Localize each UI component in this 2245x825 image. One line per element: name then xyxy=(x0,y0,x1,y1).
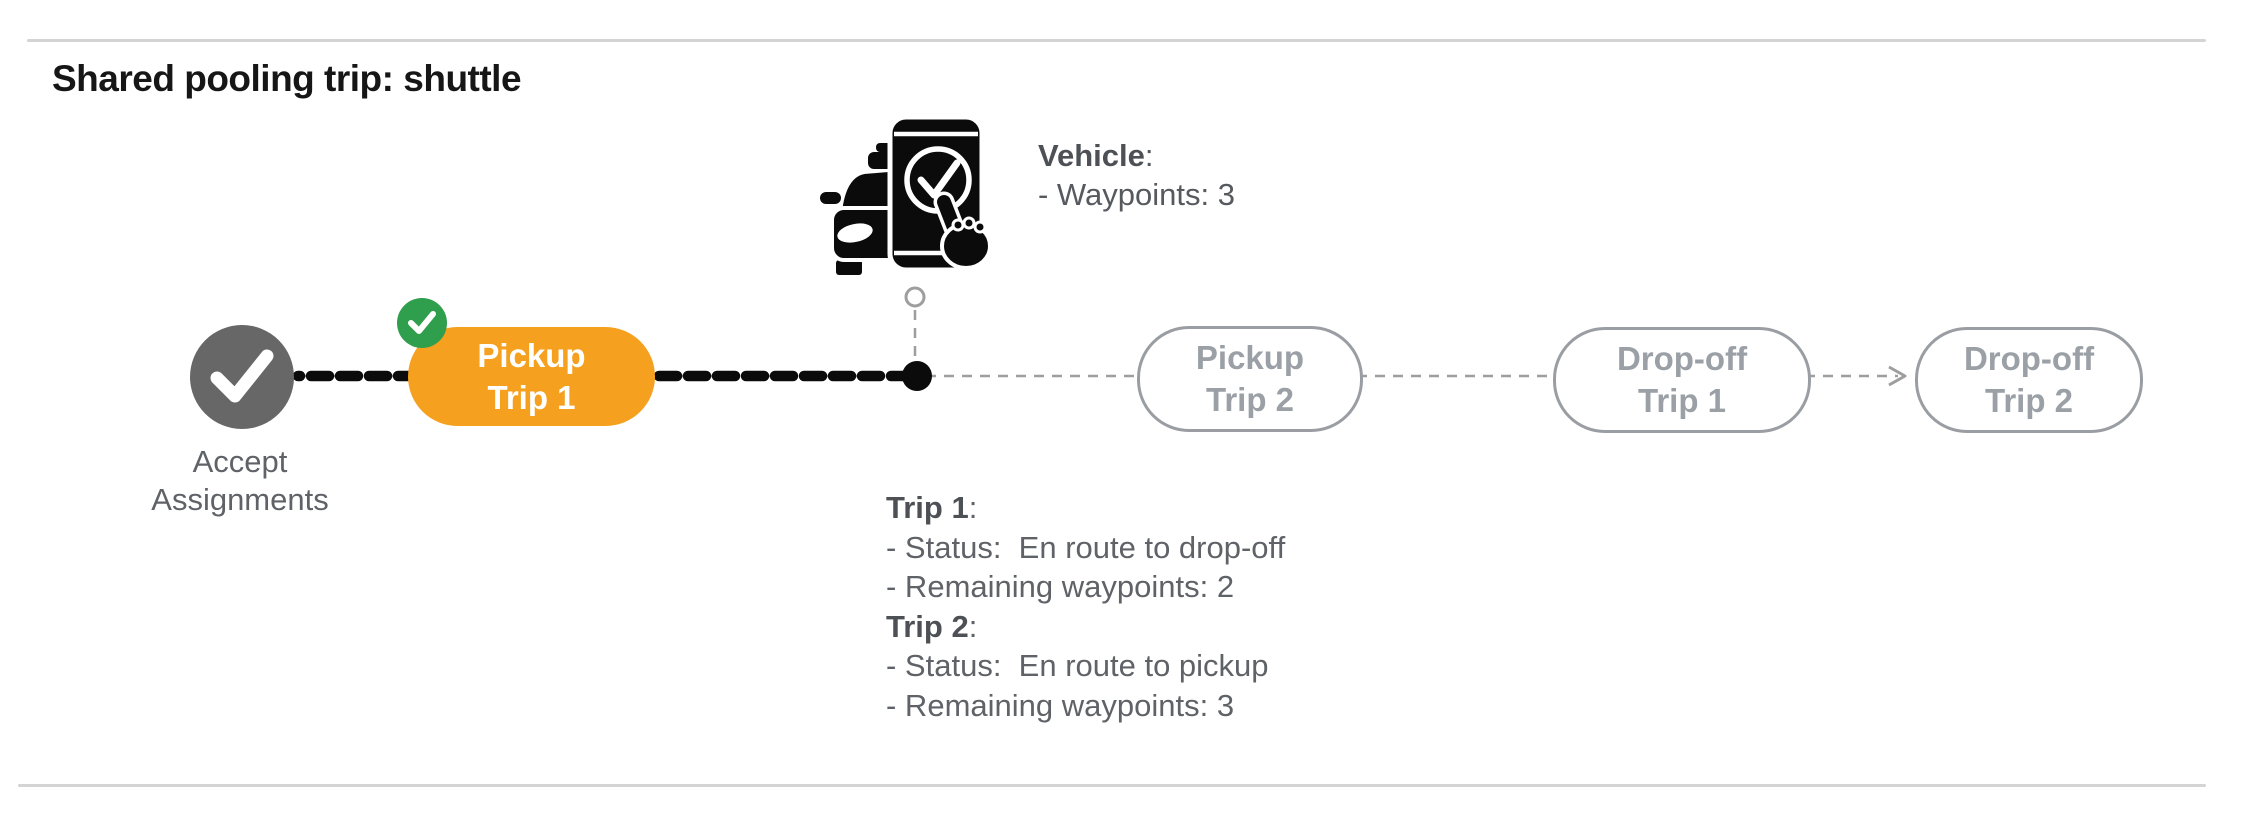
vehicle-info-heading: Vehicle: xyxy=(1038,138,1154,173)
vehicle-info-line: - Waypoints: 3 xyxy=(1038,177,1235,212)
small-circle-node xyxy=(904,286,926,308)
trip1-waypoints: - Remaining waypoints: 2 xyxy=(886,569,1235,604)
bottom-divider xyxy=(18,784,2206,787)
page-title: Shared pooling trip: shuttle xyxy=(52,58,522,99)
trip2-status: - Status: En route to pickup xyxy=(886,648,1269,683)
stop-pickup-trip-2: Pickup Trip 2 xyxy=(1137,326,1363,432)
trip-status-panel: Trip 1: - Status: En route to drop-off -… xyxy=(886,488,1285,725)
check-icon xyxy=(210,349,274,403)
arrow-right-icon xyxy=(1888,365,1907,387)
check-badge-icon xyxy=(408,311,436,334)
stop-pickup-trip-1: Pickup Trip 1 xyxy=(408,327,655,426)
trip2-heading: Trip 2: xyxy=(886,608,978,644)
top-divider xyxy=(27,39,2206,42)
vehicle-phone-check-icon xyxy=(820,116,990,275)
vehicle-info: Vehicle: - Waypoints: 3 xyxy=(1038,136,1235,214)
trip1-heading: Trip 1: xyxy=(886,490,978,525)
stop-dropoff-trip-2: Drop-off Trip 2 xyxy=(1915,327,2143,433)
completed-badge xyxy=(397,298,447,348)
stop-dropoff-trip-1: Drop-off Trip 1 xyxy=(1553,327,1811,433)
trip1-status: - Status: En route to drop-off xyxy=(886,529,1286,565)
trip2-waypoints: - Remaining waypoints: 3 xyxy=(886,687,1235,723)
current-position-dot xyxy=(902,361,932,391)
accept-assignments-node xyxy=(190,325,294,429)
accept-assignments-label: Accept Assignments xyxy=(151,444,329,517)
